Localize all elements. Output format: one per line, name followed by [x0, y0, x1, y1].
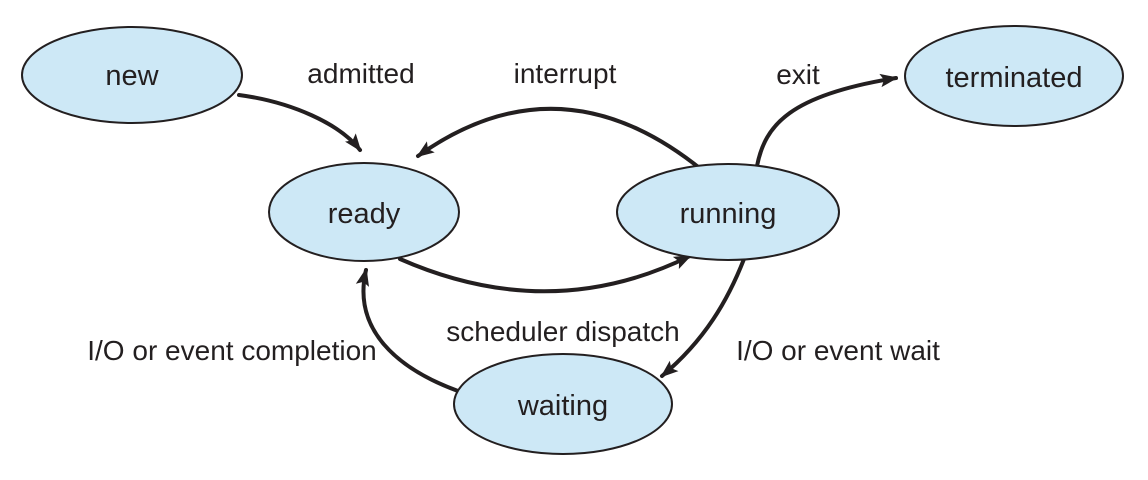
- edge-io-completion: [355, 267, 460, 393]
- state-running-ellipse: [616, 163, 840, 261]
- state-new-ellipse: [21, 26, 243, 124]
- state-running: running: [616, 163, 840, 261]
- edge-label-interrupt: interrupt: [514, 58, 617, 89]
- edge-admitted: [237, 93, 362, 152]
- state-ready-ellipse: [268, 162, 460, 262]
- edge-scheduler-dispatch: [398, 254, 693, 294]
- edge-exit: [755, 73, 899, 168]
- state-new-label: new: [105, 60, 159, 92]
- edge-label-scheduler-dispatch: scheduler dispatch: [446, 316, 679, 347]
- edge-label-exit: exit: [776, 59, 820, 90]
- state-terminated: terminated: [904, 25, 1124, 127]
- state-ready-label: ready: [328, 198, 401, 230]
- edge-label-io-completion: I/O or event completion: [87, 335, 376, 366]
- state-waiting: waiting: [453, 353, 673, 455]
- state-new: new: [21, 26, 243, 124]
- edge-io-wait: [660, 257, 746, 378]
- state-terminated-label: terminated: [945, 62, 1082, 94]
- edge-label-admitted: admitted: [307, 58, 414, 89]
- state-waiting-label: waiting: [517, 390, 608, 422]
- state-running-label: running: [680, 198, 777, 230]
- state-ready: ready: [268, 162, 460, 262]
- edge-label-io-wait: I/O or event wait: [736, 335, 940, 366]
- state-terminated-ellipse: [904, 25, 1124, 127]
- state-waiting-ellipse: [453, 353, 673, 455]
- edge-interrupt: [416, 106, 704, 172]
